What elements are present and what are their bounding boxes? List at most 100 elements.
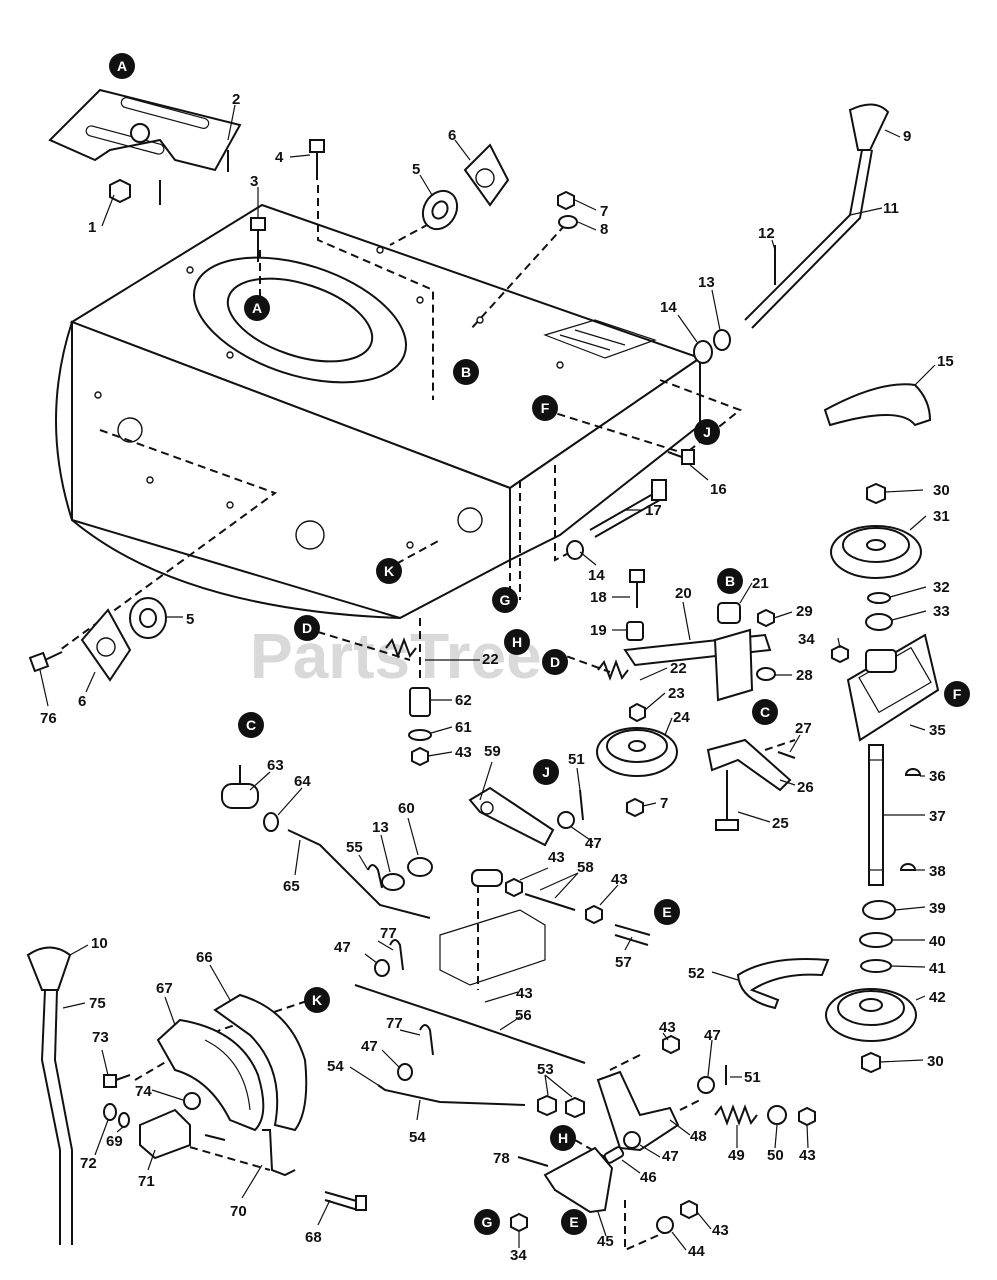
callout-73: 73 <box>92 1029 109 1046</box>
ref-E-low: E <box>561 1209 587 1235</box>
ref-H-low: H <box>550 1125 576 1151</box>
ref-H-mid: H <box>504 629 530 655</box>
callout-15: 15 <box>937 353 954 370</box>
ref-D-left: D <box>294 615 320 641</box>
callout-20: 20 <box>675 585 692 602</box>
callout-57: 57 <box>615 954 632 971</box>
ref-A-mid: A <box>244 295 270 321</box>
callout-43-b: 43 <box>548 849 565 866</box>
callout-8: 8 <box>600 221 608 238</box>
callout-41: 41 <box>929 960 946 977</box>
callout-43-e: 43 <box>659 1019 676 1036</box>
callout-21: 21 <box>752 575 769 592</box>
callout-5-top: 5 <box>412 161 420 178</box>
ref-F-right: F <box>944 681 970 707</box>
callout-43-c: 43 <box>611 871 628 888</box>
callout-43-a: 43 <box>455 744 472 761</box>
callout-17: 17 <box>645 502 662 519</box>
svg-text:E: E <box>662 904 671 920</box>
callout-30-low: 30 <box>927 1053 944 1070</box>
callout-78: 78 <box>493 1150 510 1167</box>
ref-B-mid: B <box>717 568 743 594</box>
callout-47-bottom: 47 <box>662 1148 679 1165</box>
callout-47-mid: 47 <box>334 939 351 956</box>
svg-text:K: K <box>312 992 322 1008</box>
callout-22-left: 22 <box>482 651 499 668</box>
callout-14-mid: 14 <box>588 567 605 584</box>
callout-62: 62 <box>455 692 472 709</box>
callout-71: 71 <box>138 1173 155 1190</box>
callout-43-g: 43 <box>712 1222 729 1239</box>
callout-52: 52 <box>688 965 705 982</box>
callout-43-d: 43 <box>516 985 533 1002</box>
ref-A-top: A <box>109 53 135 79</box>
callout-33: 33 <box>933 603 950 620</box>
callout-72: 72 <box>80 1155 97 1172</box>
callout-68: 68 <box>305 1229 322 1246</box>
callout-58: 58 <box>577 859 594 876</box>
callout-67: 67 <box>156 980 173 997</box>
callout-51-top: 51 <box>568 751 585 768</box>
callout-24: 24 <box>673 709 690 726</box>
callout-6-low: 6 <box>78 693 86 710</box>
callout-14-top: 14 <box>660 299 677 316</box>
callout-38: 38 <box>929 863 946 880</box>
callout-26: 26 <box>797 779 814 796</box>
callout-42: 42 <box>929 989 946 1006</box>
callout-63: 63 <box>267 757 284 774</box>
svg-text:B: B <box>725 573 735 589</box>
callout-45: 45 <box>597 1233 614 1250</box>
svg-text:G: G <box>500 592 511 608</box>
svg-text:D: D <box>302 620 312 636</box>
callout-77-top: 77 <box>380 925 397 942</box>
callout-6-top: 6 <box>448 127 456 144</box>
ref-J-mid: J <box>533 759 559 785</box>
svg-text:H: H <box>558 1130 568 1146</box>
callout-19: 19 <box>590 622 607 639</box>
svg-text:D: D <box>550 654 560 670</box>
callout-69: 69 <box>106 1133 123 1150</box>
callout-10: 10 <box>91 935 108 952</box>
callout-13-top: 13 <box>698 274 715 291</box>
ref-K-mid: K <box>376 558 402 584</box>
callout-64: 64 <box>294 773 311 790</box>
svg-text:A: A <box>252 300 262 316</box>
callout-34-low: 34 <box>510 1247 527 1264</box>
callout-7-top: 7 <box>600 203 608 220</box>
callout-59: 59 <box>484 743 501 760</box>
callout-31: 31 <box>933 508 950 525</box>
callout-76: 76 <box>40 710 57 727</box>
svg-text:C: C <box>760 704 770 720</box>
ref-G-mid: G <box>492 587 518 613</box>
svg-text:E: E <box>569 1214 578 1230</box>
callout-61: 61 <box>455 719 472 736</box>
callout-34-top: 34 <box>798 631 815 648</box>
ref-J-top: J <box>694 419 720 445</box>
callout-43-f: 43 <box>799 1147 816 1164</box>
ref-F-top: F <box>532 395 558 421</box>
svg-text:A: A <box>117 58 127 74</box>
ref-D-right: D <box>542 649 568 675</box>
callout-75: 75 <box>89 995 106 1012</box>
svg-text:F: F <box>541 400 550 416</box>
callout-28: 28 <box>796 667 813 684</box>
part-callouts: 1 2 3 4 5 6 7 8 9 11 12 13 14 15 16 17 1… <box>40 91 954 1264</box>
ref-C-right: C <box>752 699 778 725</box>
callout-32: 32 <box>933 579 950 596</box>
callout-50: 50 <box>767 1147 784 1164</box>
svg-text:F: F <box>953 686 962 702</box>
callout-54-b: 54 <box>409 1129 426 1146</box>
callout-9: 9 <box>903 128 911 145</box>
reference-letters: A A B B C C D D E E F F G G H H J J K K <box>109 53 970 1235</box>
svg-text:J: J <box>542 764 550 780</box>
callout-55: 55 <box>346 839 363 856</box>
svg-text:K: K <box>384 563 394 579</box>
callout-2: 2 <box>232 91 240 108</box>
callout-13-low: 13 <box>372 819 389 836</box>
callout-36: 36 <box>929 768 946 785</box>
callout-51-low: 51 <box>744 1069 761 1086</box>
callout-7-mid: 7 <box>660 795 668 812</box>
callout-35: 35 <box>929 722 946 739</box>
ref-B-top: B <box>453 359 479 385</box>
